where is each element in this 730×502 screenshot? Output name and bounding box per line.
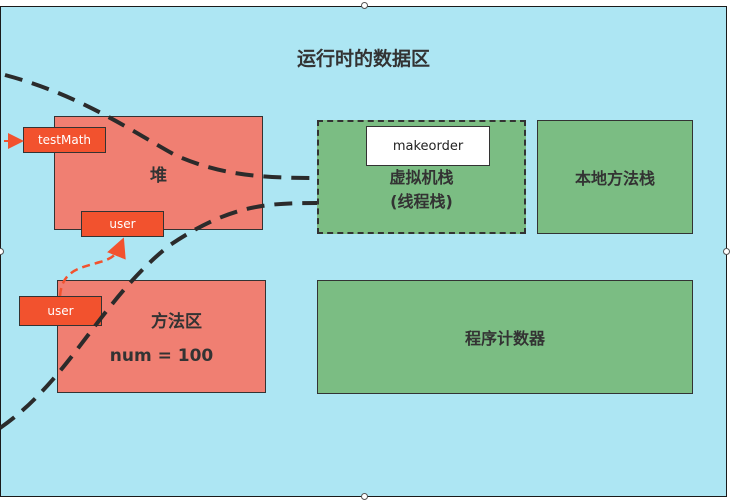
resize-handle-bottom[interactable] [361, 493, 368, 500]
diagram-title: 运行时的数据区 [296, 48, 430, 70]
native-stack-box: 本地方法栈 [537, 120, 693, 234]
user-method-tag[interactable]: user [19, 296, 102, 326]
vm-stack-label: 虚拟机栈 [389, 168, 454, 187]
resize-handle-top[interactable] [361, 2, 368, 9]
stack-frame-makeorder[interactable]: makeorder [366, 126, 490, 166]
method-area-value: num = 100 [109, 346, 214, 366]
pc-register-label: 程序计数器 [464, 329, 545, 348]
user-heap-tag[interactable]: user [81, 211, 164, 237]
native-stack-label: 本地方法栈 [574, 169, 655, 188]
method-area-label: 方法区 [151, 312, 202, 332]
resize-handle-right[interactable] [723, 248, 730, 255]
vm-stack-sublabel: (线程栈) [390, 192, 453, 211]
heap-label: 堆 [150, 165, 167, 186]
diagram-canvas [0, 6, 727, 497]
pc-register-box: 程序计数器 [317, 280, 693, 394]
testmath-tag[interactable]: testMath [23, 127, 106, 153]
